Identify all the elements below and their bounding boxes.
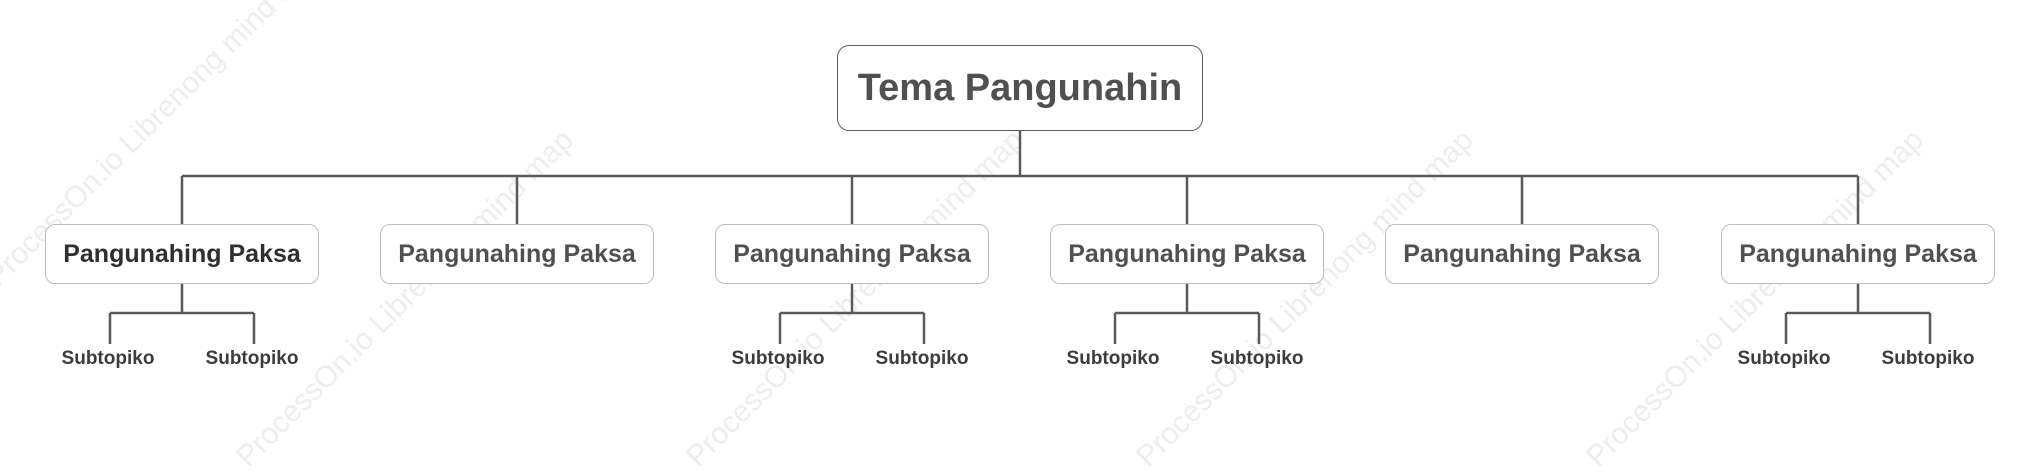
subtopic-node[interactable]: Subtopiko: [1881, 348, 1975, 369]
subtopic-node[interactable]: Subtopiko: [205, 348, 299, 369]
subtopic-node[interactable]: Subtopiko: [1737, 348, 1831, 369]
subtopic-node[interactable]: Subtopiko: [1066, 348, 1160, 369]
subtopic-node[interactable]: Subtopiko: [1210, 348, 1304, 369]
subtopic-connector: [1113, 284, 1261, 344]
main-topic-node[interactable]: Pangunahing Paksa: [45, 224, 319, 284]
subtopic-connector: [1784, 284, 1932, 344]
subtopic-connector: [778, 284, 926, 344]
main-topic-node[interactable]: Pangunahing Paksa: [380, 224, 654, 284]
subtopic-connector: [108, 284, 256, 344]
main-topic-node[interactable]: Pangunahing Paksa: [715, 224, 989, 284]
main-topic-node[interactable]: Pangunahing Paksa: [1050, 224, 1324, 284]
subtopic-node[interactable]: Subtopiko: [875, 348, 969, 369]
main-topic-node[interactable]: Pangunahing Paksa: [1385, 224, 1659, 284]
subtopic-node[interactable]: Subtopiko: [731, 348, 825, 369]
subtopic-node[interactable]: Subtopiko: [61, 348, 155, 369]
central-topic-node[interactable]: Tema Pangunahin: [837, 45, 1203, 131]
connector-lines: [108, 131, 1932, 344]
main-topic-node[interactable]: Pangunahing Paksa: [1721, 224, 1995, 284]
